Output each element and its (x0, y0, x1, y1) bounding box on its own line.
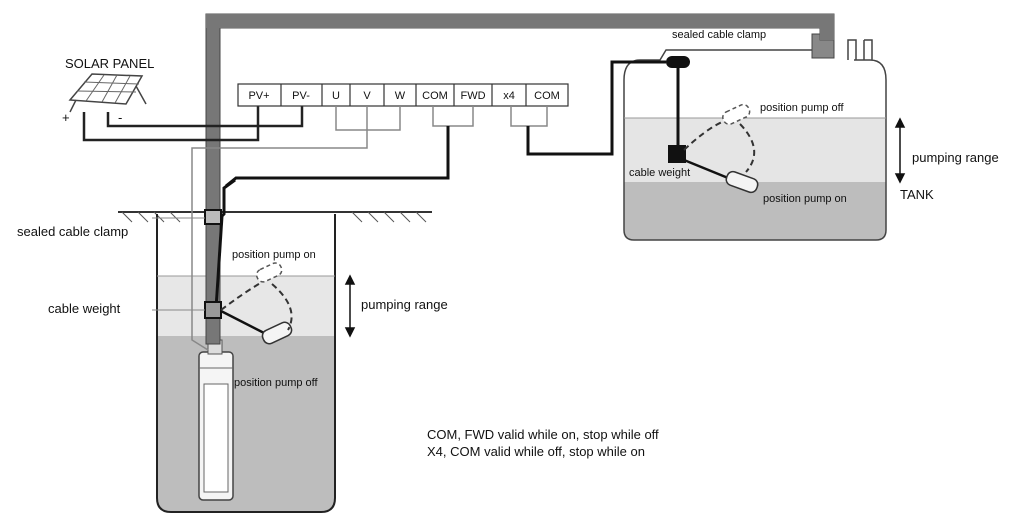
tank-cable-weight (668, 145, 686, 163)
pv-wiring (82, 106, 304, 142)
tank-cable-weight-label: cable weight (629, 167, 690, 179)
solar-panel (68, 73, 147, 113)
logic-notes: COM, FWD valid while on, stop while off … (427, 426, 659, 460)
tank-pumping-range-arrow (894, 117, 906, 184)
well-cable-clamp (204, 209, 222, 225)
terminal-w: W (395, 90, 406, 102)
tank-lower-water (624, 182, 886, 240)
solar-plus-sign: + (62, 110, 70, 125)
well-pumping-range-arrow (344, 274, 356, 338)
well-sealed-clamp-label: sealed cable clamp (17, 224, 128, 239)
well-lower-water (157, 336, 335, 512)
submersible-pump (198, 339, 234, 501)
well-cable-weight-label: cable weight (48, 301, 121, 316)
tank-pos-on-label: position pump on (763, 193, 847, 205)
tank-label: TANK (900, 187, 934, 202)
well-pos-off-label: position pump off (234, 377, 319, 389)
solar-minus-sign: - (118, 110, 122, 125)
well-pumping-range-label: pumping range (361, 297, 448, 312)
well-float-on (255, 262, 283, 283)
motor-wiring (191, 106, 548, 351)
tank-cable-clamp (666, 56, 690, 68)
well (118, 13, 432, 513)
note-line-1: COM, FWD valid while on, stop while off (427, 427, 659, 442)
solar-panel-label: SOLAR PANEL (65, 56, 154, 71)
note-line-2: X4, COM valid while off, stop while on (427, 444, 645, 459)
terminal-com-1: COM (422, 90, 448, 102)
terminal-x4: x4 (503, 90, 515, 102)
tank (623, 33, 906, 241)
tank-float-on (725, 170, 759, 194)
terminal-v: V (363, 90, 371, 102)
terminal-fwd: FWD (460, 90, 485, 102)
terminal-block: PV+ PV- U V W COM FWD x4 COM (237, 83, 569, 107)
x4-com-cable (526, 60, 666, 156)
terminal-com-2: COM (534, 90, 560, 102)
well-cable-weight (204, 301, 222, 319)
well-float-off (261, 321, 293, 345)
terminal-u: U (332, 90, 340, 102)
tank-pumping-range-label: pumping range (912, 150, 999, 165)
terminal-pv-plus: PV+ (248, 90, 269, 102)
tank-pos-off-label: position pump off (760, 102, 845, 114)
tank-float-off (721, 103, 751, 126)
well-pos-on-label: position pump on (232, 249, 316, 261)
well-upper-water (157, 276, 335, 336)
com-fwd-cable (225, 126, 450, 188)
tank-sealed-clamp-label: sealed cable clamp (672, 29, 766, 41)
terminal-pv-minus: PV- (292, 90, 310, 102)
